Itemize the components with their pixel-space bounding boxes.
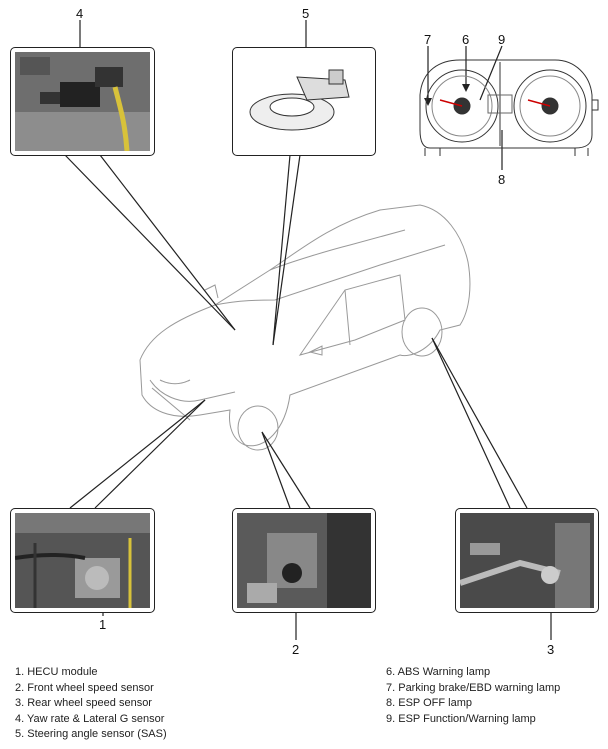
legend-item-5: 5. Steering angle sensor (SAS)	[15, 728, 167, 740]
photo-yaw-rate-sensor	[10, 47, 155, 156]
callout-3: 3	[547, 642, 555, 657]
callout-2: 2	[292, 642, 300, 657]
photo-hecu-module	[10, 508, 155, 613]
callout-8: 8	[498, 172, 506, 187]
callout-5: 5	[302, 6, 310, 21]
legend-item-9: 9. ESP Function/Warning lamp	[386, 712, 536, 725]
instrument-cluster	[419, 59, 599, 156]
legend-item-2: 2. Front wheel speed sensor	[15, 681, 154, 694]
yaw-rate-sensor-image	[15, 52, 150, 151]
car-outline	[139, 204, 471, 451]
callout-7: 7	[424, 32, 432, 47]
legend-item-1: 1. HECU module	[15, 666, 98, 678]
photo-rear-wheel-sensor	[455, 508, 599, 613]
callout-1: 1	[99, 617, 107, 632]
hecu-module-image	[15, 513, 150, 608]
steering-angle-sensor-image	[249, 69, 350, 131]
callout-4: 4	[76, 6, 84, 21]
callout-6: 6	[462, 32, 470, 47]
photo-steering-angle-sensor	[232, 47, 376, 156]
legend-right: 6. ABS Warning lamp 7. Parking brake/EBD…	[386, 665, 560, 727]
rear-wheel-sensor-image	[460, 513, 594, 608]
legend-item-8: 8. ESP OFF lamp	[386, 697, 472, 709]
front-wheel-sensor-image	[237, 513, 371, 608]
legend-item-6: 6. ABS Warning lamp	[386, 666, 491, 678]
legend-item-3: 3. Rear wheel speed sensor	[15, 697, 152, 709]
photo-front-wheel-sensor	[232, 508, 376, 613]
legend-left: 1. HECU module 2. Front wheel speed sens…	[15, 665, 167, 743]
legend-item-4: 4. Yaw rate & Lateral G sensor	[15, 712, 165, 725]
callout-9: 9	[498, 32, 506, 47]
legend-item-7: 7. Parking brake/EBD warning lamp	[386, 681, 561, 694]
